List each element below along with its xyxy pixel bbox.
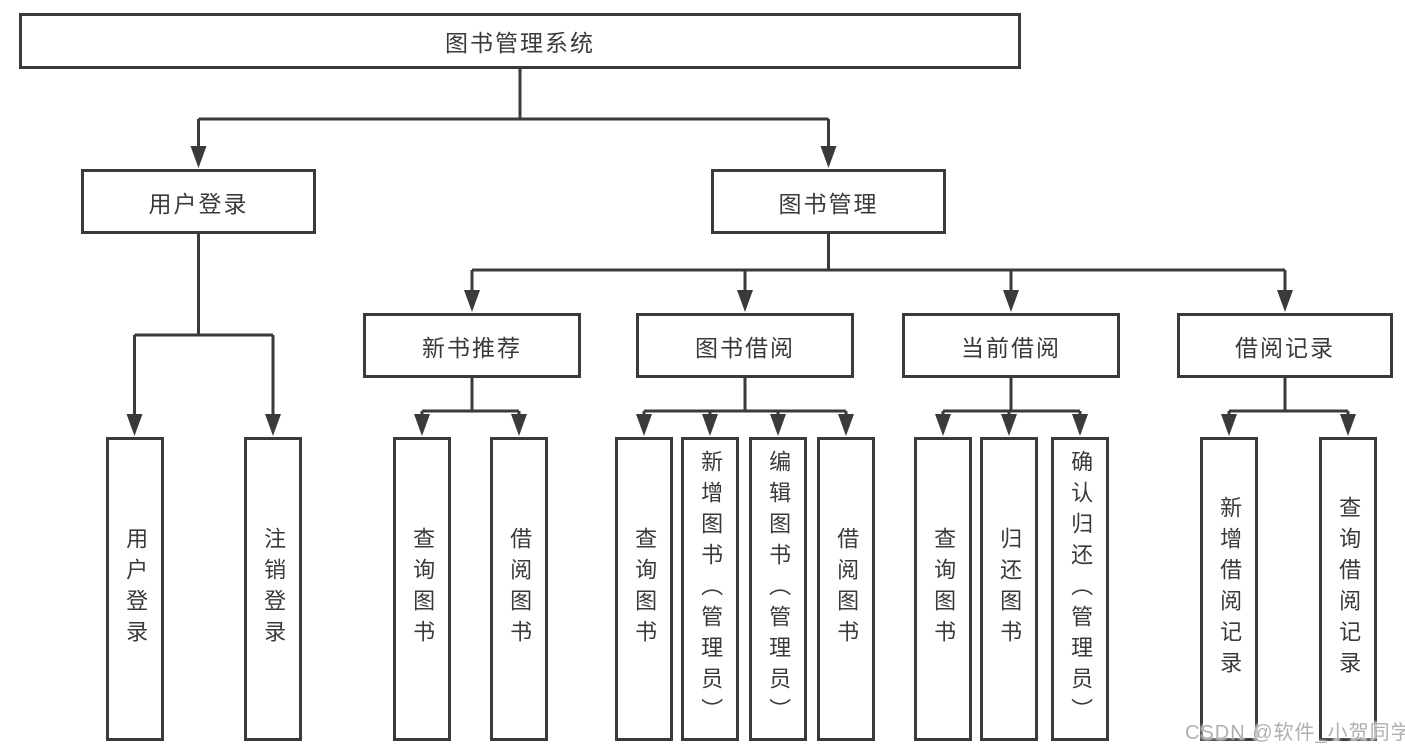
leaf-borrow-books-recommend: 借阅图书	[490, 437, 548, 741]
leaf-borrow-books-borrowing-label: 借阅图书	[834, 527, 860, 651]
node-library-management-system: 图书管理系统	[19, 13, 1021, 69]
arrowhead-borrow-books-recommend	[511, 414, 527, 436]
node-book-borrowing: 图书借阅	[636, 313, 854, 378]
leaf-user-login: 用户登录	[106, 437, 164, 741]
connector-user-login-children	[133, 234, 275, 418]
arrowhead-user-login	[190, 146, 207, 168]
leaf-query-books-recommend-label: 查询图书	[410, 527, 436, 651]
connector-borrowing-records-children	[1227, 378, 1350, 418]
node-new-book-recommend: 新书推荐	[363, 313, 581, 378]
arrowhead-book-management	[820, 146, 837, 168]
arrowhead-add-books-admin	[702, 414, 718, 436]
node-borrowing-records: 借阅记录	[1177, 313, 1393, 378]
arrowhead-borrowing-records	[1277, 290, 1293, 312]
arrowhead-book-borrowing	[737, 290, 753, 312]
arrowhead-query-books-borrowing	[636, 414, 652, 436]
leaf-confirm-return-admin: 确认归还（管理员）	[1051, 437, 1109, 741]
connector-current-borrowing-children	[941, 378, 1082, 418]
node-new-book-recommend-label: 新书推荐	[422, 334, 522, 361]
leaf-query-books-borrowing-label: 查询图书	[632, 527, 658, 651]
arrowhead-leaf-user-login	[126, 414, 143, 436]
arrowhead-return-books	[1001, 414, 1017, 436]
connector-root-to-level2	[197, 69, 830, 150]
leaf-add-books-admin-label: 新增图书（管理员）	[698, 449, 724, 729]
watermark-csdn: CSDN @软件_小贺同学	[1185, 722, 1405, 744]
leaf-add-books-admin: 新增图书（管理员）	[681, 437, 739, 741]
leaf-query-books-borrowing: 查询图书	[615, 437, 673, 741]
leaf-add-borrow-record: 新增借阅记录	[1200, 437, 1258, 741]
leaf-borrow-books-borrowing: 借阅图书	[817, 437, 875, 741]
node-book-management-label: 图书管理	[778, 190, 879, 217]
leaf-query-books-current-label: 查询图书	[931, 527, 957, 651]
leaf-query-books-recommend: 查询图书	[393, 437, 451, 741]
arrowhead-add-borrow-record	[1221, 414, 1237, 436]
arrowhead-edit-books-admin	[770, 414, 786, 436]
leaf-query-borrow-record-label: 查询借阅记录	[1336, 496, 1362, 682]
leaf-query-borrow-record: 查询借阅记录	[1319, 437, 1377, 741]
connector-book-borrowing-children	[642, 378, 848, 418]
arrowhead-borrow-books-borrowing	[838, 414, 854, 436]
node-user-login: 用户登录	[81, 169, 316, 234]
leaf-query-books-current: 查询图书	[914, 437, 972, 741]
node-borrowing-records-label: 借阅记录	[1235, 334, 1335, 361]
connector-book-management-children	[470, 234, 1287, 294]
leaf-confirm-return-admin-label: 确认归还（管理员）	[1068, 449, 1094, 729]
leaf-return-books: 归还图书	[980, 437, 1038, 741]
node-book-management: 图书管理	[711, 169, 946, 234]
leaf-edit-books-admin: 编辑图书（管理员）	[749, 437, 807, 741]
arrowhead-confirm-return-admin	[1072, 414, 1088, 436]
leaf-borrow-books-recommend-label: 借阅图书	[507, 527, 533, 651]
connector-new-book-recommend-children	[420, 378, 521, 418]
node-book-borrowing-label: 图书借阅	[695, 334, 795, 361]
arrowhead-leaf-logout	[265, 414, 281, 436]
arrowhead-new-book-recommend	[464, 290, 480, 312]
arrowhead-query-borrow-record	[1340, 414, 1356, 436]
node-library-management-system-label: 图书管理系统	[445, 30, 595, 56]
node-current-borrowing-label: 当前借阅	[961, 334, 1061, 361]
node-user-login-label: 用户登录	[148, 190, 249, 217]
arrowhead-query-books-current	[935, 414, 951, 436]
node-current-borrowing: 当前借阅	[902, 313, 1120, 378]
leaf-return-books-label: 归还图书	[997, 527, 1023, 651]
leaf-add-borrow-record-label: 新增借阅记录	[1217, 496, 1243, 682]
leaf-user-login-label: 用户登录	[123, 527, 149, 651]
arrowhead-query-books-recommend	[414, 414, 430, 436]
leaf-edit-books-admin-label: 编辑图书（管理员）	[766, 449, 792, 729]
leaf-logout: 注销登录	[244, 437, 302, 741]
arrowhead-current-borrowing	[1003, 290, 1019, 312]
leaf-logout-label: 注销登录	[261, 527, 287, 651]
